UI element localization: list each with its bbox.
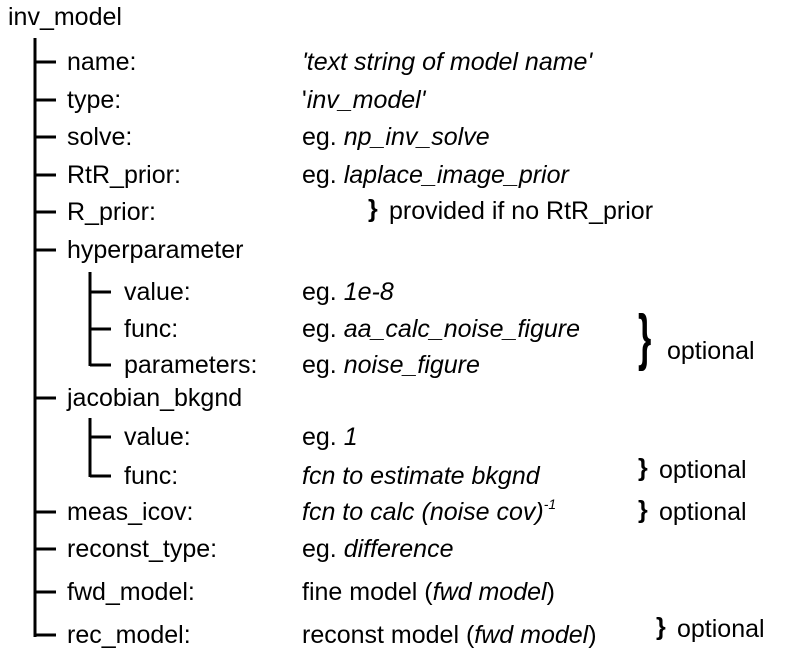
note-jacobian-bkgnd: optional [659, 456, 747, 484]
value-rec-model-prefix: reconst model ( [302, 621, 475, 649]
key-solve: solve: [67, 123, 133, 151]
value-hp-func-text: aa_calc_noise_figure [343, 315, 580, 343]
value-fwd-model-text: fwd model [432, 578, 547, 606]
value-jb-value-text: 1 [343, 423, 358, 451]
value-type-text: inv_model' [306, 86, 426, 114]
value-hp-value-prefix: eg. [302, 278, 344, 306]
value-fwd-model-suffix: ) [546, 578, 555, 606]
value-jb-value: eg. 1 [302, 425, 358, 450]
key-meas-icov: meas_icov: [67, 498, 194, 526]
key-hp-value: value: [124, 278, 191, 306]
value-rtr-prior: eg. laplace_image_prior [302, 163, 569, 188]
value-hp-func: eg. aa_calc_noise_figure [302, 317, 580, 342]
key-name: name: [67, 48, 137, 76]
key-jb-value: value: [124, 423, 191, 451]
brace-meas-icov: } [638, 496, 648, 524]
value-solve-prefix: eg. [302, 123, 344, 151]
note-r-prior: provided if no RtR_prior [389, 197, 654, 225]
brace-r-prior: } [368, 195, 378, 223]
value-reconst-type: eg. difference [302, 537, 454, 562]
key-hyperparameter: hyperparameter [67, 236, 244, 264]
value-type-prefix: ' [302, 86, 307, 114]
value-hp-parameters: eg. noise_figure [302, 353, 480, 378]
value-rtr-prior-prefix: eg. [302, 161, 344, 189]
value-rec-model-text: fwd model [474, 621, 589, 649]
value-jb-func: fcn to estimate bkgnd [302, 462, 540, 490]
value-solve-text: np_inv_solve [343, 123, 490, 151]
value-fwd-model: fine model (fwd model) [302, 580, 555, 605]
key-hp-func: func: [124, 315, 179, 343]
key-rtr-prior: RtR_prior: [67, 161, 181, 189]
value-rec-model: reconst model (fwd model) [302, 623, 597, 648]
value-jb-value-prefix: eg. [302, 423, 344, 451]
note-meas-icov: optional [659, 498, 747, 526]
value-name: 'text string of model name' [302, 48, 593, 76]
value-hp-value-text: 1e-8 [343, 278, 394, 306]
brace-hyperparameter: } [638, 303, 652, 372]
brace-rec-model: } [656, 613, 666, 641]
value-solve: eg. np_inv_solve [302, 125, 490, 150]
key-jb-func: func: [124, 462, 179, 490]
brace-jacobian-bkgnd: } [638, 454, 648, 482]
key-r-prior: R_prior: [67, 198, 156, 226]
key-jacobian-bkgnd: jacobian_bkgnd [67, 384, 243, 412]
note-rec-model: optional [677, 615, 765, 643]
note-hyperparameter: optional [667, 337, 755, 365]
key-type: type: [67, 86, 122, 114]
value-meas-icov-superscript: -1 [543, 496, 557, 512]
key-fwd-model: fwd_model: [67, 578, 195, 606]
key-rec-model: rec_model: [67, 621, 191, 649]
value-hp-parameters-text: noise_figure [343, 351, 480, 379]
value-hp-value: eg. 1e-8 [302, 280, 394, 305]
key-reconst-type: reconst_type: [67, 535, 218, 563]
value-type: 'inv_model' [302, 88, 426, 113]
value-meas-icov: fcn to calc (noise cov)-1 [302, 497, 556, 526]
key-hp-parameters: parameters: [124, 351, 258, 379]
value-fwd-model-prefix: fine model ( [302, 578, 433, 606]
value-rec-model-suffix: ) [588, 621, 597, 649]
value-meas-icov-text: fcn to calc (noise cov) [302, 498, 544, 526]
value-reconst-type-prefix: eg. [302, 535, 344, 563]
value-reconst-type-text: difference [343, 535, 454, 563]
root-label: inv_model [8, 3, 122, 31]
value-rtr-prior-text: laplace_image_prior [343, 161, 569, 189]
value-hp-func-prefix: eg. [302, 315, 344, 343]
value-hp-parameters-prefix: eg. [302, 351, 344, 379]
